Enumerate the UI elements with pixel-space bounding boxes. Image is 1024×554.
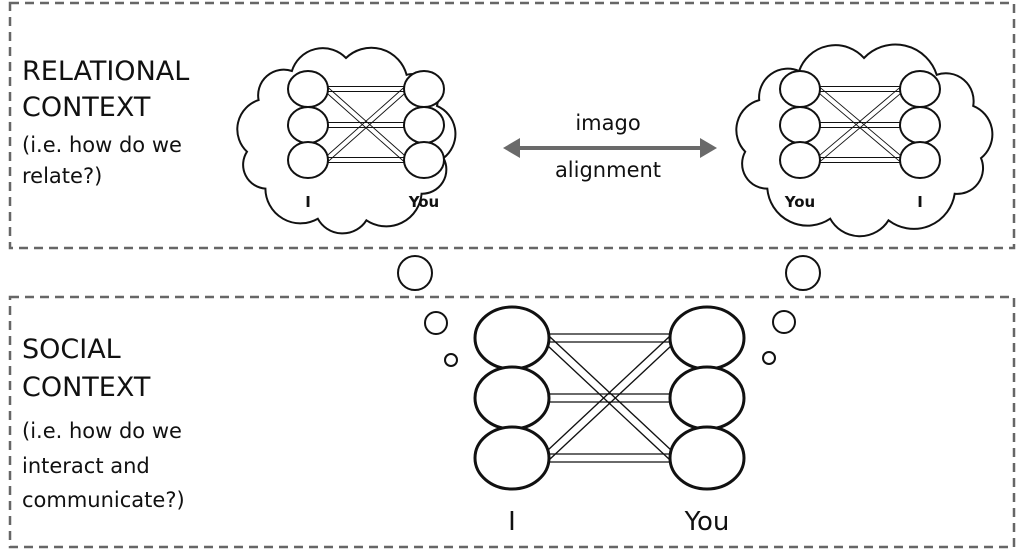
right-cloud-label-you: You [784, 193, 815, 211]
relational-title-1: RELATIONAL [22, 56, 189, 87]
right-thought-cloud: You I [735, 43, 994, 238]
arrow-label-imago: imago [575, 111, 640, 135]
left-cloud-label-i: I [305, 193, 311, 211]
node-you-1 [403, 70, 445, 108]
right-thought-bubbles [762, 255, 821, 365]
connection-line [542, 340, 672, 462]
main-label-i: I [508, 507, 516, 537]
relational-context-box [8, 1, 1016, 250]
node-i-1 [287, 70, 329, 108]
connection-line [816, 86, 901, 159]
social-subtitle-1: (i.e. how do we [22, 419, 182, 443]
social-subtitle-3: communicate?) [22, 488, 185, 512]
connection-lines [324, 86, 408, 163]
node-you-2 [668, 365, 746, 431]
connection-line [324, 86, 405, 159]
social-subtitle-2: interact and [22, 454, 150, 478]
arrowhead-left-icon [503, 138, 520, 158]
node-i-2 [287, 106, 329, 144]
node-i-3 [287, 141, 329, 179]
connection-line [819, 90, 904, 163]
node-you-1 [668, 305, 746, 371]
node-i-1 [779, 70, 821, 108]
node-you-2 [403, 106, 445, 144]
node-you-3 [403, 141, 445, 179]
node-i-2 [473, 365, 551, 431]
node-i-1 [473, 305, 551, 371]
relational-subtitle-1: (i.e. how do we [22, 133, 182, 157]
connection-line [547, 334, 677, 456]
connection-lines [816, 86, 904, 163]
right-cloud-label-i: I [917, 193, 923, 211]
relational-subtitle-2: relate?) [22, 164, 102, 188]
node-i-2 [779, 106, 821, 144]
node-you-3 [899, 141, 941, 179]
node-you-3 [668, 425, 746, 491]
relational-title-2: CONTEXT [22, 92, 151, 123]
connection-line [819, 86, 904, 159]
node-you-2 [899, 106, 941, 144]
connection-line [327, 86, 408, 159]
connection-line [816, 90, 901, 163]
connection-line [327, 90, 408, 163]
node-i-3 [779, 141, 821, 179]
main-label-you: You [684, 507, 730, 537]
arrowhead-right-icon [700, 138, 717, 158]
connection-line [324, 90, 405, 163]
social-network: I You [473, 305, 746, 537]
imago-alignment-arrow: imago alignment [503, 111, 717, 182]
connection-line [542, 334, 672, 456]
connection-lines [542, 333, 677, 463]
left-thought-bubbles [397, 255, 458, 367]
left-thought-cloud: I You [236, 46, 457, 235]
social-title-2: CONTEXT [22, 372, 151, 403]
left-cloud-label-you: You [408, 193, 439, 211]
arrow-label-alignment: alignment [555, 158, 661, 182]
connection-line [547, 340, 677, 462]
node-i-3 [473, 425, 551, 491]
social-context-box [8, 295, 1016, 549]
node-you-1 [899, 70, 941, 108]
social-title-1: SOCIAL [22, 334, 121, 365]
